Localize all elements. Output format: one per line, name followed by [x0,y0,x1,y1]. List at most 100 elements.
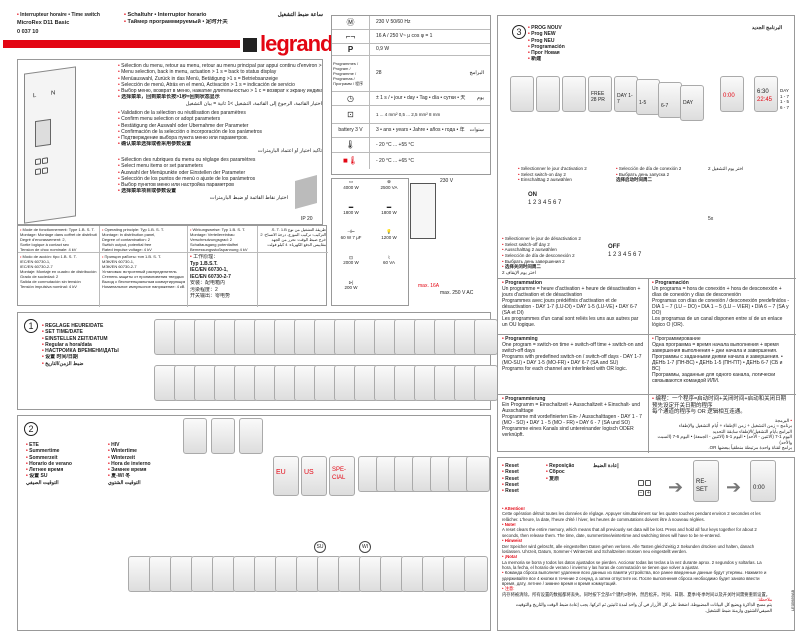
red-banner [3,40,240,48]
lcd-screen [474,365,498,401]
winter-badge: WI [359,541,371,553]
fluorescent-icon: ▬ [348,204,354,210]
program-labels: PROG NOUVProg NEWProg NEUProgramaciónПро… [528,25,565,63]
halogen-load: 💡1200 W [370,229,408,254]
lcd-screen [562,76,586,112]
fluorescent-parallel-icon: ▬ [386,204,392,210]
switch-on-day-labels: Sélectionner le jour d'activation 2Selec… [518,166,587,183]
divider [648,278,649,453]
led-icon: ⊳| [348,279,354,285]
model-name: MicroRex D11 Basic [17,20,70,27]
bulb-icon: 💡 [386,229,392,235]
lcd-screen: 0:00 [720,76,744,112]
divider [498,278,796,279]
lcd-screen: RE-SET [693,460,719,502]
title-fr-en: Interrupteur horaire • Time switch [17,12,121,18]
spec-row: ⌐¬16 A / 250 V~ μ cos φ = 1 [332,30,490,44]
lcd-screen [233,556,257,592]
lcd-screen [359,556,383,592]
legrand-logo: legrand [243,30,333,58]
thermometer-icon: 🌡 [332,138,370,152]
cfl-icon: ⌇ [387,254,391,260]
winter-labels: HIVWintertimeWinterzeitHora de inviernoЗ… [108,442,151,486]
terminal-l-label: L [33,92,37,100]
reset-labels-a: ResetResetResetResetReset [502,463,519,494]
relay-icon: ⌐¬ [332,30,370,43]
minus-key[interactable] [35,168,41,176]
switch-off-day-labels: Sélectionner le jour de désactivation 2S… [502,236,581,275]
section-set-time: 1 REGLAGE HEURE/DATESET TIME/DATEEINSTEL… [17,312,498,410]
details-en: Operating principle: Typ 1.B. S. T.Monta… [100,226,188,253]
programming-zh: 编程：一个程序=启动时间+关闭时间+启动和关闭日期预先设定开关日期的程序每个通道… [652,396,792,416]
doc-code: LE05689AB [790,589,796,612]
arrow-icon: ➔ [668,477,684,497]
terminal-n-label: N [51,90,56,97]
plusminus-key-desc: Sélection des rubriques du menu ou régla… [118,157,288,201]
lcd-screen: 0:00 [750,460,776,502]
cfl-load: ⌇60 VA [370,255,408,280]
rail-mount-illustration [295,175,317,209]
details-es: Modo de acción: tipo 1.B. S. T.IEC/EN 60… [18,253,100,307]
spec-row: ◷± 1 s / • jour • day • Tag • día • сутк… [332,92,490,106]
details-ar: طريقة التشغيل من نوع S. T. 1.B.التركيب: … [258,226,328,253]
lcd-screen [317,556,341,592]
supply-voltage: 230 V [440,178,454,184]
lcd-screen [466,456,490,492]
menu-key[interactable] [35,158,41,166]
title-de-es: Schaltuhr • Interruptor horario [124,12,228,19]
menu-key[interactable] [638,480,644,486]
loads-grid: ▭4000 W ⊗2500 VA ▬1800 W ▬1800 W ⊣⊢60 W … [331,178,409,306]
power-icon: P [332,44,370,55]
lcd-screen: EU [273,456,299,496]
spec-row: ■🌡- 20 °C ... +65 °C [332,153,490,169]
switch-on-day-labels-2: Selección de día de conexión 2Выбрать де… [616,166,681,183]
summer-labels: ETESummertimeSommerzeitHorario de verano… [26,442,72,486]
motor-icon: Ⓜ [332,16,370,29]
device-display [35,118,51,148]
details-ru: Принцип работы: тип 1.B. S. T.МЭК/EN 607… [100,253,188,307]
battery-icon: battery 3 V [332,124,370,137]
storage-thermometer-icon: ■🌡 [332,153,370,169]
lcd-screen [510,76,534,112]
lcd-screen: DAY [680,85,704,121]
divider [498,394,796,395]
spec-row: ⊡1 ... 4 mm² 0,5 ... 2,5 mm² 8 mm [332,106,490,124]
led-load: ⊳|200 W [332,280,370,305]
spec-row: 🌡- 20 °C ... +55 °C [332,138,490,153]
minus-key[interactable]: − [638,490,644,496]
ip-rating: IP 20 [301,216,313,222]
summer-badge: SU [314,541,326,553]
ok-key[interactable] [42,157,49,165]
ok-key[interactable] [645,480,652,486]
plus-key[interactable] [42,167,49,175]
set-time-labels: REGLAGE HEURE/DATESET TIME/DATEEINSTELLE… [42,323,119,367]
resistor-icon: ▭ [348,179,354,184]
lcd-screen [422,556,446,592]
plus-key[interactable]: + [645,490,652,496]
resistive-load: ▭4000 W [332,179,370,204]
lcd-screen [239,418,263,454]
details-table: Mode de fonctionnement: Type 1.B. S. T.M… [17,225,328,307]
fluorescent-parallel-load: ▬1800 W [370,204,408,229]
title-ar: ساعة ضبط التشغيل [277,12,323,18]
spec-row: Programmes / Program / Programme / Progr… [332,56,490,92]
lcd-screen: US [301,456,327,496]
lcd-screen [474,319,498,355]
lcd-screen [464,556,488,592]
divider [498,334,796,335]
switch-on-day-ar: اختر يوم التشغيل 2 [708,166,744,171]
halogen-lv-load: ⊡2000 W [332,255,370,280]
details-fr: Mode de fonctionnement: Type 1.B. S. T.M… [18,226,100,253]
header-left: Interrupteur horaire • Time switch Micro… [17,12,121,36]
max-current: max. 16A [418,283,440,289]
